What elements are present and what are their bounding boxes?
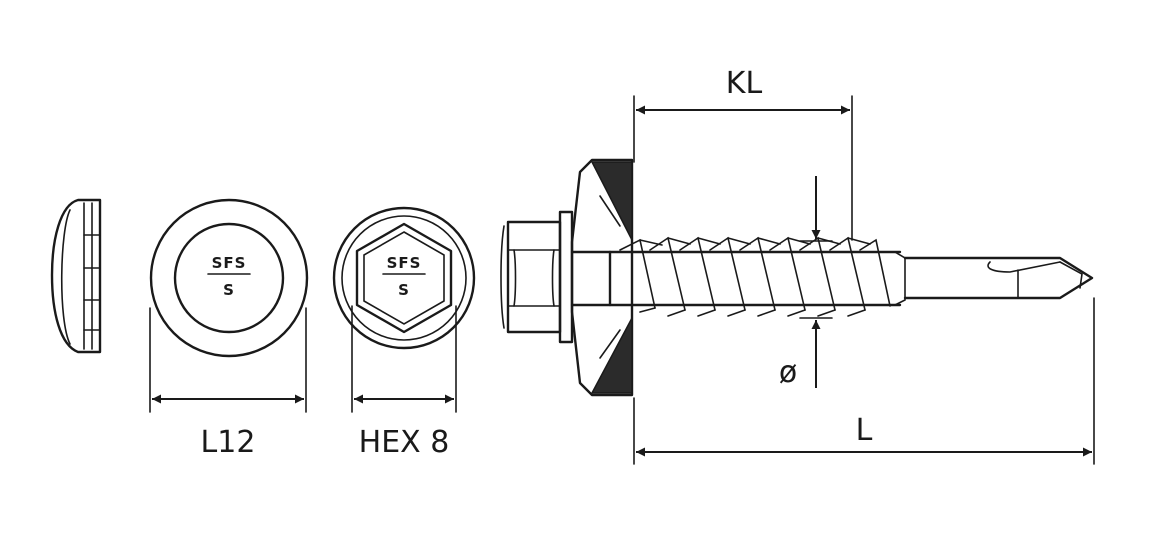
cap-side-profile <box>50 198 102 354</box>
clamping-length-label: KL <box>726 66 763 101</box>
hex-head-top-view: SFS S <box>332 206 476 350</box>
length-label: L <box>856 413 873 448</box>
hex-size-dimension <box>351 305 457 413</box>
length-dimension <box>633 297 1095 465</box>
cap-top-view: SFS S <box>149 198 309 358</box>
cap-width-dimension <box>149 307 307 413</box>
hex-code-marking: S <box>398 281 410 299</box>
hex-size-label: HEX 8 <box>359 425 450 460</box>
cap-width-label: L12 <box>201 425 256 460</box>
screw-washer <box>570 158 634 397</box>
screw-hex-head <box>500 210 574 344</box>
diameter-dimension <box>799 176 833 388</box>
screw-drill-tip <box>903 256 1094 300</box>
hex-brand-marking: SFS <box>387 254 422 272</box>
screw-side-view <box>500 158 1094 397</box>
screw-seal <box>590 161 633 394</box>
diameter-label: ø <box>779 355 797 390</box>
screw-thread <box>570 236 906 317</box>
clamping-length-dimension <box>633 95 853 241</box>
cap-brand-marking: SFS <box>212 254 247 272</box>
cap-code-marking: S <box>223 281 235 299</box>
